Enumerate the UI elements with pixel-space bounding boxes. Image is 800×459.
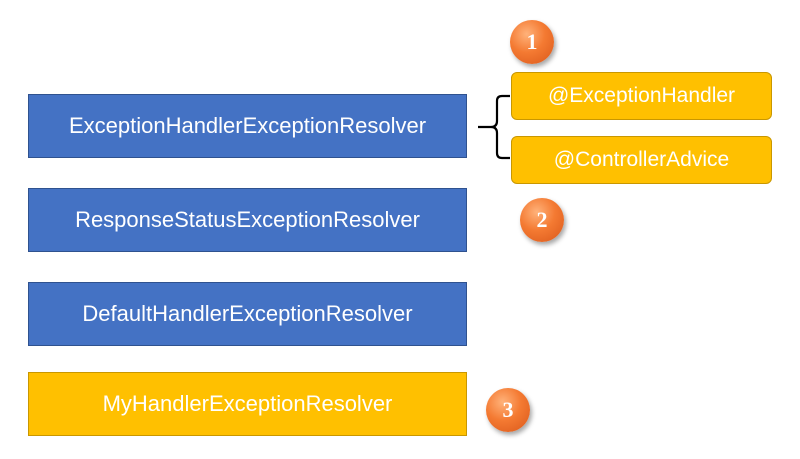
response-status-exception-resolver-box: ResponseStatusExceptionResolver <box>28 188 467 252</box>
badge-1: 1 <box>510 20 554 64</box>
my-handler-exception-resolver-box: MyHandlerExceptionResolver <box>28 372 467 436</box>
badge-2: 2 <box>520 198 564 242</box>
exception-handler-annotation-tag: @ExceptionHandler <box>511 72 772 120</box>
controller-advice-annotation-tag: @ControllerAdvice <box>511 136 772 184</box>
brace-connector <box>478 94 510 160</box>
exception-handler-exception-resolver-box: ExceptionHandlerExceptionResolver <box>28 94 467 158</box>
default-handler-exception-resolver-box: DefaultHandlerExceptionResolver <box>28 282 467 346</box>
badge-3: 3 <box>486 388 530 432</box>
